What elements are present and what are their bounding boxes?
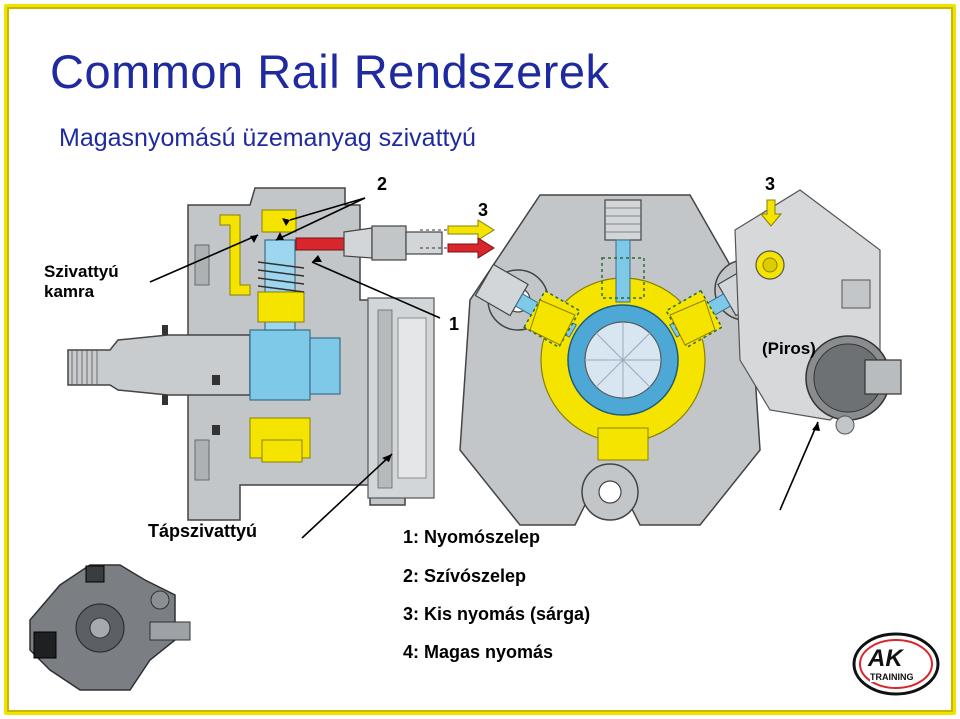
slide-frame <box>4 4 956 715</box>
red-label: (Piros) <box>762 339 816 358</box>
logo-word: TRAINING <box>870 672 914 682</box>
callout-3-left: 3 <box>478 200 489 220</box>
metering-unit <box>734 189 902 435</box>
pump-photo <box>29 564 191 691</box>
callout-2: 2 <box>377 174 388 194</box>
pump-chamber-label-line1: Szivattyú <box>44 262 119 281</box>
legend-item-1: 1: Nyomószelep <box>403 527 541 547</box>
pump-chamber-label: Szivattyú kamra <box>44 262 119 302</box>
legend-item-4: 4: Magas nyomás <box>403 642 554 662</box>
logo-letters: AK <box>868 645 903 672</box>
pointer-lines <box>149 197 819 539</box>
pointer-heads <box>250 218 820 462</box>
slide-subtitle: Magasnyomású üzemanyag szivattyú <box>59 124 476 152</box>
legend-item-3: 3: Kis nyomás (sárga) <box>403 604 591 624</box>
legend-item-2: 2: Szívószelep <box>403 566 527 586</box>
pump-chamber-label-line2: kamra <box>44 282 95 301</box>
callout-1: 1 <box>449 314 460 334</box>
feed-pump-label: Tápszivattyú <box>148 521 258 541</box>
slide-title: Common Rail Rendszerek <box>50 45 610 98</box>
callout-3-right: 3 <box>765 174 776 194</box>
side-section-view <box>67 187 443 521</box>
low-pressure-arrows <box>447 199 783 241</box>
flow-dashed-lines <box>420 229 448 249</box>
high-pressure-arrow <box>447 237 495 259</box>
radial-section-view <box>459 194 776 526</box>
